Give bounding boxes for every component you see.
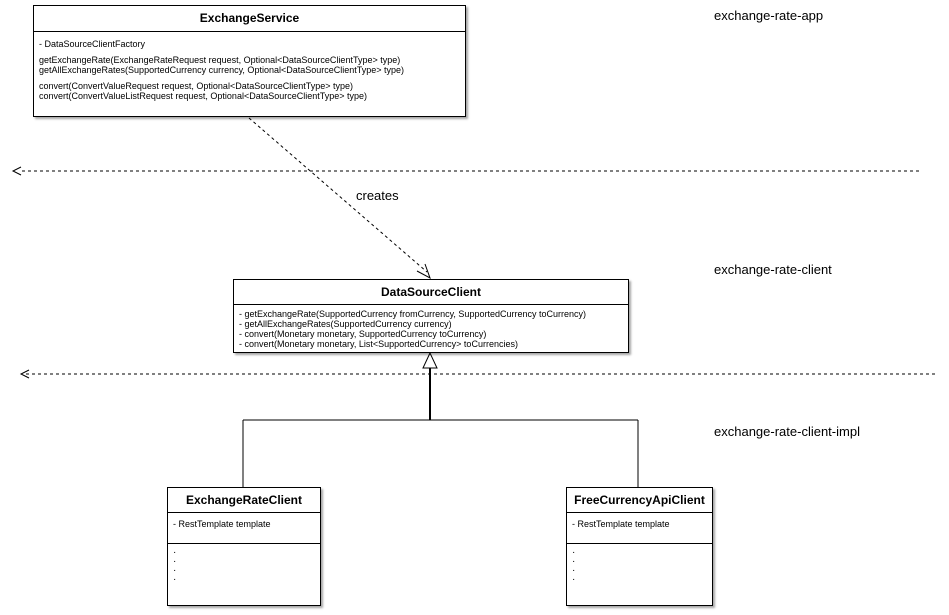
layer-separator-upper-arrowhead [11,166,22,176]
free-currency-api-client-fields: - RestTemplate template [567,513,712,544]
exchange-service-class[interactable]: ExchangeService - DataSourceClientFactor… [33,5,466,117]
creates-label: creates [356,188,399,203]
data-source-client-method: - convert(Monetary monetary, List<Suppor… [239,339,518,349]
exchange-rate-client-field: - RestTemplate template [173,519,271,529]
ellipsis-dot: · [572,574,576,585]
ellipsis-dot: · [572,556,576,567]
exchange-service-method: convert(ConvertValueRequest request, Opt… [39,81,354,91]
exchange-service-method: getExchangeRate(ExchangeRateRequest requ… [39,55,401,65]
data-source-client-class[interactable]: DataSourceClient - getExchangeRate(Suppo… [233,279,629,353]
exchange-service-field: - DataSourceClientFactory [39,39,146,49]
exchange-service-method: getAllExchangeRates(SupportedCurrency cu… [39,65,405,75]
free-currency-api-client-field: - RestTemplate template [572,519,670,529]
ellipsis-dot: · [173,565,177,576]
data-source-client-body: - getExchangeRate(SupportedCurrency from… [234,305,628,349]
exchange-service-method: convert(ConvertValueListRequest request,… [39,91,368,101]
data-source-client-method: - getAllExchangeRates(SupportedCurrency … [239,319,452,329]
data-source-client-method: - convert(Monetary monetary, SupportedCu… [239,329,487,339]
layer-label-client: exchange-rate-client [714,262,832,277]
generalization-triangle [422,351,438,369]
ellipsis-dot: · [173,547,177,558]
data-source-client-method: - getExchangeRate(SupportedCurrency from… [239,309,586,319]
exchange-rate-client-methods: · · · · [168,544,320,585]
creates-dependency-line [248,117,428,273]
ellipsis-dot: · [173,574,177,585]
exchange-service-title: ExchangeService [34,6,465,32]
data-source-client-title: DataSourceClient [234,280,628,305]
free-currency-api-client-title: FreeCurrencyApiClient [567,488,712,513]
layer-label-impl: exchange-rate-client-impl [714,424,860,439]
ellipsis-dot: · [173,556,177,567]
exchange-rate-client-class[interactable]: ExchangeRateClient - RestTemplate templa… [167,487,321,606]
creates-dependency-arrowhead [416,263,431,280]
layer-label-app: exchange-rate-app [714,8,824,23]
layer-separator-lower-arrowhead [19,369,30,379]
exchange-service-body: - DataSourceClientFactory getExchangeRat… [34,32,465,101]
ellipsis-dot: · [572,547,576,558]
free-currency-api-client-methods: · · · · [567,544,712,585]
free-currency-api-client-class[interactable]: FreeCurrencyApiClient - RestTemplate tem… [566,487,713,606]
ellipsis-dot: · [572,565,576,576]
exchange-rate-client-fields: - RestTemplate template [168,513,320,544]
exchange-rate-client-title: ExchangeRateClient [168,488,320,513]
